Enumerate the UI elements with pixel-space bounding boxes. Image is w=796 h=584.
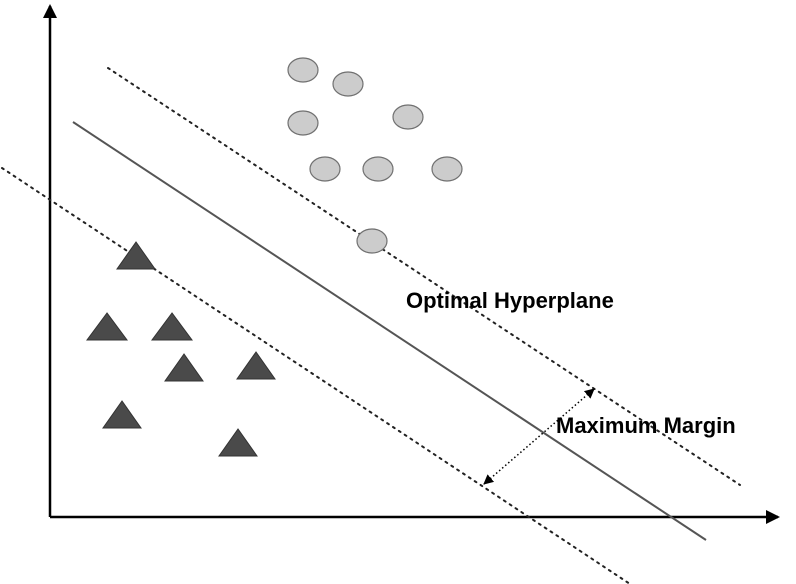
circle-class [287,57,463,254]
triangle-support-vector [116,241,156,270]
circle-point [362,156,394,182]
circle-point [309,156,341,182]
triangle-point [164,353,204,382]
circle-point [431,156,463,182]
triangle-point [86,312,128,341]
circle-point [287,110,319,136]
triangle-point [102,400,142,429]
optimal-hyperplane-label: Optimal Hyperplane [406,288,614,313]
circle-support-vector [356,228,388,254]
triangle-point [218,428,258,457]
maximum-margin-label: Maximum Margin [556,413,736,438]
circle-point [332,71,364,97]
triangle-point [151,312,193,341]
upper-margin-line [107,67,741,486]
triangle-point [236,351,276,380]
circle-point [287,57,319,83]
margin-arrow [483,388,595,485]
triangle-class [86,241,276,457]
optimal-hyperplane-line [72,121,707,541]
lower-margin-line [1,167,631,584]
circle-point [392,104,424,130]
